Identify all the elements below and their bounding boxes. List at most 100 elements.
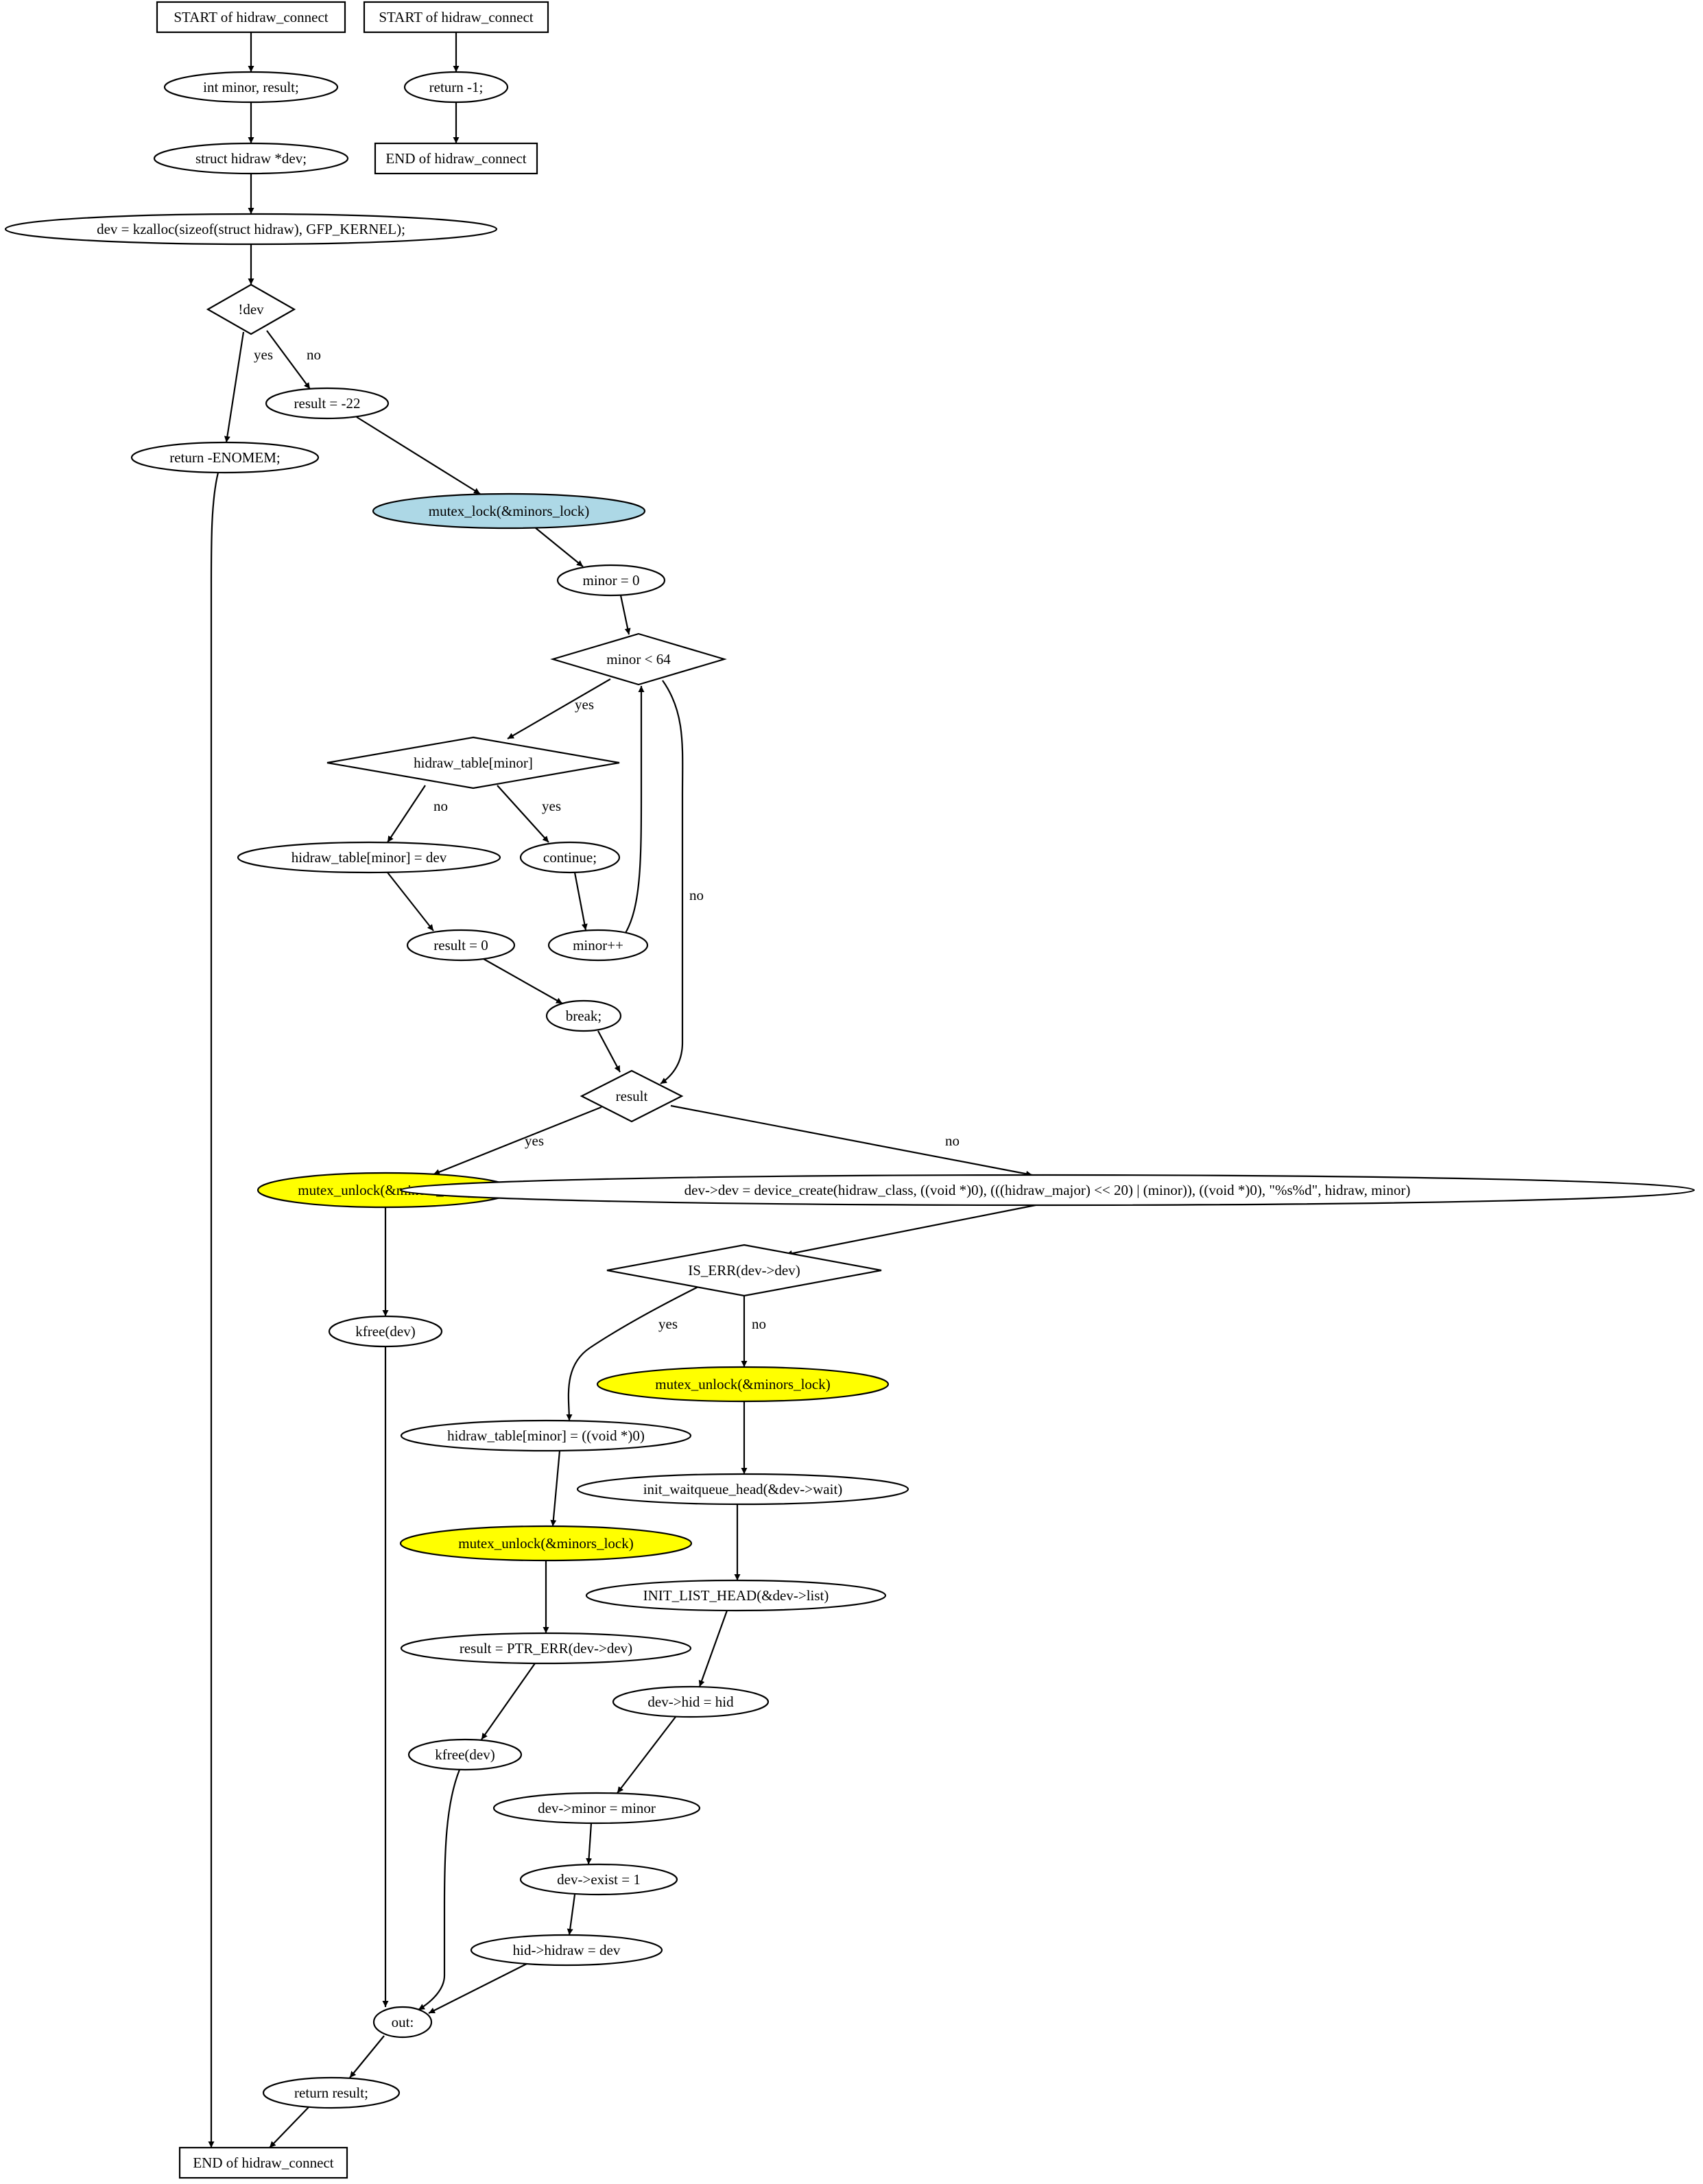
edge-label-n10-n11: yes [575, 696, 594, 713]
node-n5-label: !dev [238, 301, 264, 318]
node-n2-shape [163, 71, 339, 104]
node-n35-shape [178, 2146, 348, 2179]
node-n19-label: dev->dev = device_create(hidraw_class, (… [684, 1182, 1411, 1198]
node-n14-label: result = 0 [433, 937, 488, 953]
node-n25-shape [399, 1525, 693, 1562]
node-n20: IS_ERR(dev->dev) [606, 1244, 882, 1297]
node-n23: hidraw_table[minor] = ((void *)0) [400, 1419, 692, 1452]
node-n19: dev->dev = device_create(hidraw_class, (… [399, 1174, 1695, 1207]
node-n28-shape [612, 1685, 770, 1718]
node-n22: mutex_unlock(&minors_lock) [596, 1366, 890, 1403]
node-n16-shape [545, 999, 622, 1032]
node-n13-shape [519, 841, 621, 874]
node-n8: mutex_lock(&minors_lock) [372, 492, 646, 530]
node-n11-shape [326, 736, 620, 790]
node-n29-label: kfree(dev) [435, 1746, 495, 1763]
node-n32-shape [470, 1934, 663, 1967]
edge-label-n11-n12: no [433, 798, 448, 814]
node-n21-shape [328, 1315, 443, 1348]
node-n36-label: START of hidraw_connect [379, 9, 533, 25]
node-n37-label: return -1; [429, 79, 484, 95]
edge-n34-n35 [269, 2106, 309, 2148]
node-n12-shape [237, 841, 501, 874]
node-n10: minor < 64 [550, 632, 727, 686]
node-n25-label: mutex_unlock(&minors_lock) [458, 1535, 633, 1552]
edge-n26-n28 [698, 1610, 728, 1687]
node-n21: kfree(dev) [328, 1315, 443, 1348]
node-n35: END of hidraw_connect [178, 2146, 348, 2179]
node-n8-shape [372, 492, 646, 530]
node-n24: init_waitqueue_head(&dev->wait) [576, 1473, 909, 1506]
node-n32: hid->hidraw = dev [470, 1934, 663, 1967]
node-n30: dev->minor = minor [492, 1792, 701, 1825]
node-n25: mutex_unlock(&minors_lock) [399, 1525, 693, 1562]
node-n34-label: return result; [294, 2085, 368, 2101]
node-n33-label: out: [392, 2014, 414, 2030]
node-n37: return -1; [403, 71, 509, 104]
node-n5: !dev [206, 283, 296, 335]
node-n29: kfree(dev) [407, 1738, 523, 1771]
node-n4-label: dev = kzalloc(sizeof(struct hidraw), GFP… [97, 221, 405, 237]
node-n27: result = PTR_ERR(dev->dev) [400, 1632, 692, 1665]
node-n29-shape [407, 1738, 523, 1771]
edge-label-n11-n13: yes [542, 798, 561, 814]
node-n9: minor = 0 [556, 564, 666, 597]
edge-n5-n6 [224, 331, 245, 443]
node-n10-shape [550, 632, 727, 686]
node-n1-label: START of hidraw_connect [174, 9, 328, 25]
node-n26-shape [585, 1579, 887, 1612]
edge-n5-n7 [266, 330, 311, 390]
edge-label-n20-n22: no [752, 1316, 766, 1332]
node-n36: START of hidraw_connect [363, 1, 549, 34]
edge-label-n5-n6: yes [254, 346, 273, 363]
node-n20-shape [606, 1244, 882, 1297]
edge-label-n17-n19: no [945, 1132, 960, 1149]
node-n16: break; [545, 999, 622, 1032]
node-n13-label: continue; [543, 849, 597, 866]
node-n16-label: break; [566, 1008, 602, 1024]
edge-n30-n31 [586, 1823, 593, 1865]
edge-n23-n25 [550, 1450, 561, 1527]
node-n34: return result; [262, 2076, 401, 2109]
node-n2: int minor, result; [163, 71, 339, 104]
node-n32-label: hid->hidraw = dev [513, 1942, 621, 1958]
node-n38-label: END of hidraw_connect [385, 150, 526, 167]
node-n31: dev->exist = 1 [519, 1863, 678, 1896]
edge-n11-n12 [387, 785, 426, 843]
node-n1-shape [156, 1, 346, 34]
edge-n29-n33 [418, 1769, 461, 2010]
node-n27-shape [400, 1632, 692, 1665]
node-n38: END of hidraw_connect [374, 142, 538, 175]
edge-label-n10-n17: no [689, 887, 704, 903]
edge-n17-n19 [670, 1104, 1033, 1177]
edge-n31-n32 [567, 1894, 576, 1936]
node-n12: hidraw_table[minor] = dev [237, 841, 501, 874]
node-n5-shape [206, 283, 296, 335]
node-n22-label: mutex_unlock(&minors_lock) [655, 1376, 830, 1392]
node-n11-label: hidraw_table[minor] [414, 755, 533, 771]
node-n17: result [580, 1069, 684, 1123]
node-n6-label: return -ENOMEM; [169, 449, 281, 466]
node-n23-shape [400, 1419, 692, 1452]
node-n14: result = 0 [406, 929, 516, 962]
edge-n20-n23 [566, 1285, 700, 1421]
node-n35-label: END of hidraw_connect [193, 2155, 333, 2171]
node-n27-label: result = PTR_ERR(dev->dev) [460, 1640, 632, 1657]
edge-n15-n10 [625, 686, 645, 934]
edge-n8-n9 [534, 527, 584, 567]
node-n12-label: hidraw_table[minor] = dev [291, 849, 447, 866]
node-n6-shape [130, 441, 320, 474]
edge-n16-n17 [597, 1030, 621, 1073]
node-n7-label: result = -22 [294, 395, 361, 412]
node-n23-label: hidraw_table[minor] = ((void *)0) [447, 1427, 645, 1444]
edge-n9-n10 [619, 595, 631, 635]
node-n33-shape [372, 2006, 433, 2039]
node-n15: minor++ [547, 929, 649, 962]
edge-n19-n20 [785, 1204, 1036, 1257]
node-n11: hidraw_table[minor] [326, 736, 620, 790]
node-n10-label: minor < 64 [606, 651, 671, 667]
edge-n14-n16 [483, 958, 563, 1004]
node-n28: dev->hid = hid [612, 1685, 770, 1718]
node-n9-shape [556, 564, 666, 597]
